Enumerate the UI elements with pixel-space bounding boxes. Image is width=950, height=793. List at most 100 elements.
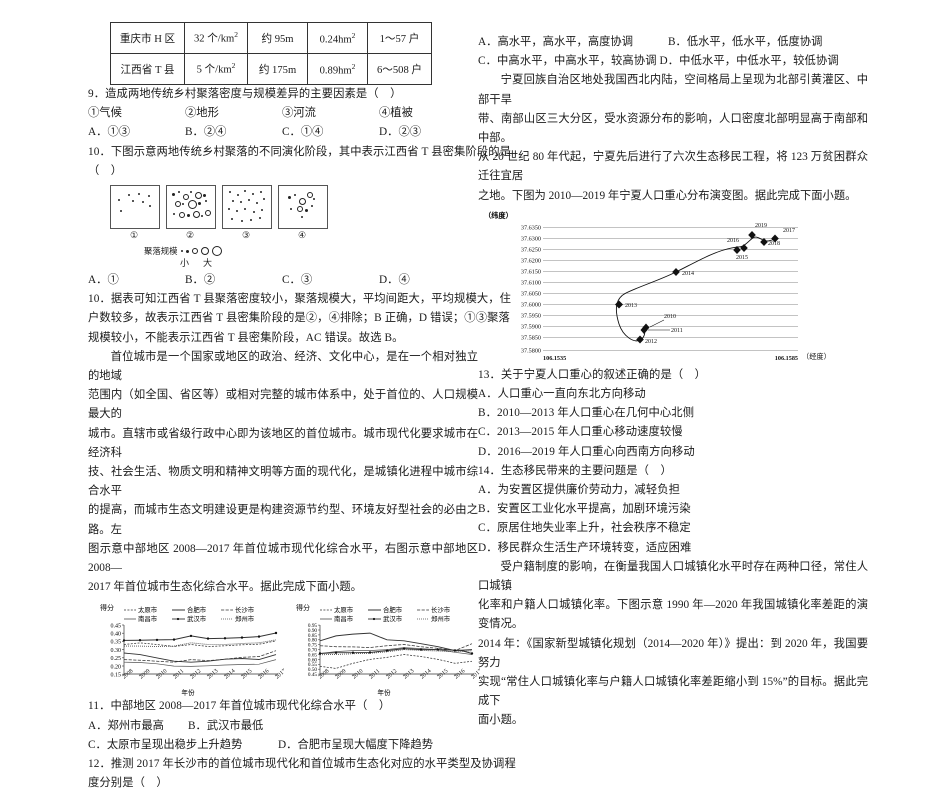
- question-10-explanation-line3: 规模较小，不能表示江西省 T 县密集阶段，AC 错误。故选 B。: [88, 331, 404, 344]
- svg-text:2014: 2014: [223, 669, 236, 681]
- passage-urbanization-line4: 实现“常住人口城镇化率与户籍人口城镇化率差距缩小到 15%”的目标。据此完成下: [478, 676, 868, 708]
- svg-text:37.5950: 37.5950: [521, 312, 541, 319]
- passage-primate-city-line7: 2017 年首位城市生态化综合水平。据此完成下面小题。: [88, 581, 362, 594]
- scatter-trajectory-tail1: [739, 237, 753, 248]
- chart1-legend: 太原市 合肥市 长沙市 南昌市 武汉市 郑州市: [124, 605, 255, 623]
- passage-primate-city-line6: 图示意中部地区 2008—2017 年首位城市现代化综合水平，右图示意中部地区 …: [88, 542, 478, 575]
- chart-ecologization: 得分 太原市 合肥市 长沙市 南昌市 武汉市 郑州市: [284, 601, 480, 697]
- option-a[interactable]: A．郑州市最高: [88, 719, 164, 732]
- passage-primate-city-line5: 的提高，而城市生态文明建设更是构建资源节约型、环境友好型社会的必由之路。左: [88, 504, 478, 536]
- scale-ring-xl: [211, 246, 222, 257]
- passage-ningxia-line1: 宁夏回族自治区地处我国西北内陆，空间格局上呈现为北部引黄灌区、中部干旱: [478, 74, 868, 106]
- svg-text:长沙市: 长沙市: [431, 605, 451, 614]
- svg-text:0.15: 0.15: [111, 673, 122, 679]
- svg-text:106.1535: 106.1535: [543, 355, 566, 362]
- question-13-option-d[interactable]: D．2016—2019 年人口重心向西南方向移动: [478, 445, 695, 458]
- factor-1: ①气候: [88, 107, 122, 120]
- svg-text:37.6300: 37.6300: [521, 235, 541, 242]
- option-b[interactable]: B．低水平，低水平，低度协调: [668, 36, 823, 48]
- svg-text:0.85: 0.85: [308, 633, 317, 639]
- question-13-stem: 13．关于宁夏人口重心的叙述正确的是（ ）: [478, 368, 707, 381]
- chart2-xticklabels: 2008 2009 2010 2011 2012 2013 2014 2015 …: [317, 669, 480, 681]
- svg-text:37.6050: 37.6050: [521, 290, 541, 297]
- cell-scale: 0.89hm2: [307, 53, 368, 85]
- svg-text:0.80: 0.80: [308, 638, 317, 644]
- question-12-options-row2[interactable]: C．中高水平，中高水平，较高协调 D．中低水平，中低水平，较低协调: [478, 55, 839, 68]
- question-13-option-b[interactable]: B．2010—2013 年人口重心在几何中心北侧: [478, 407, 695, 420]
- option-b[interactable]: B．②④: [185, 126, 227, 139]
- scale-ring-l: [200, 247, 209, 256]
- scale-small-label: 小: [180, 258, 204, 269]
- question-14-option-c[interactable]: C．原居住地失业率上升，社会秩序不稳定: [478, 522, 691, 535]
- chart1-series: [122, 632, 278, 668]
- settlement-panel-2: [166, 185, 216, 230]
- cell-region: 江西省 T 县: [110, 53, 185, 85]
- svg-text:2010: 2010: [664, 314, 676, 320]
- factor-3: ③河流: [282, 107, 316, 120]
- cell-density-text: 32 个/km: [193, 33, 235, 45]
- option-c[interactable]: C．①④: [282, 126, 324, 139]
- settlement-panel-1: [110, 185, 160, 230]
- svg-text:2012: 2012: [385, 669, 398, 681]
- scatter-point-labels: 2010 2011 2012 2013 2014 2015 2016 2017 …: [625, 223, 795, 345]
- svg-text:2017: 2017: [274, 669, 284, 681]
- scatter-ylabel: （纬度）: [484, 211, 513, 220]
- svg-text:2013: 2013: [625, 303, 637, 309]
- question-13-option-a[interactable]: A．人口重心一直向东北方向移动: [478, 388, 646, 401]
- question-14-option-a[interactable]: A．为安置区提供廉价劳动力，减轻负担: [478, 484, 681, 497]
- question-10-explanation-line2: 户数较多，故表示江西省 T 县密集阶段的是②，④排除；B 正确，D 错误；①③聚…: [88, 312, 510, 325]
- svg-text:0.35: 0.35: [111, 640, 122, 646]
- svg-text:2009: 2009: [334, 669, 347, 681]
- svg-text:2017: 2017: [783, 228, 795, 234]
- svg-text:2012: 2012: [645, 339, 657, 345]
- passage-primate-city-line2: 范围内（如全国、省区等）或相对完整的城市体系中，处于首位的、人口规模最大的: [88, 389, 478, 421]
- question-13-option-c[interactable]: C．2013—2015 年人口重心移动速度较慢: [478, 426, 683, 439]
- chart1-xticklabels: 2008 2009 2010 2011 2012 2013 2014 2015 …: [121, 669, 284, 681]
- svg-text:2016: 2016: [257, 669, 270, 681]
- option-a[interactable]: A．高水平，高水平，高度协调: [478, 36, 634, 48]
- svg-text:合肥市: 合肥市: [383, 605, 403, 614]
- svg-text:2008: 2008: [317, 669, 330, 681]
- question-10-options: A．① B．② C．③ D．④: [88, 271, 478, 290]
- option-d[interactable]: D．②③: [379, 126, 422, 139]
- option-a[interactable]: A．①: [88, 274, 119, 287]
- settlement-panel-2-label: ②: [185, 230, 195, 241]
- question-14-stem: 14．生态移民带来的主要问题是（ ）: [478, 464, 672, 477]
- svg-text:2016: 2016: [727, 238, 739, 244]
- exam-page: 重庆市 H 区 32 个/km2 约 95m 0.24hm2 1～57 户 江西…: [88, 22, 868, 789]
- option-c[interactable]: C．太原市呈现出稳步上升趋势: [88, 738, 243, 751]
- svg-text:37.6200: 37.6200: [521, 257, 541, 264]
- chart-modernization: 得分 太原市 合肥市 长沙市 南昌市 武汉市: [88, 601, 284, 697]
- option-c[interactable]: C．③: [282, 274, 313, 287]
- settlement-stage-figure: ① ②: [88, 185, 478, 271]
- option-a[interactable]: A．①③: [88, 126, 131, 139]
- svg-text:2012: 2012: [189, 669, 202, 681]
- scale-dot-xs: [180, 250, 183, 253]
- svg-text:0.40: 0.40: [111, 632, 122, 638]
- right-column: A．高水平，高水平，高度协调 B．低水平，低水平，低度协调 C．中高水平，中高水…: [478, 0, 868, 731]
- chart-modernization-svg: 得分 太原市 合肥市 长沙市 南昌市 武汉市: [100, 603, 284, 697]
- cell-spacing: 约 175m: [247, 53, 308, 85]
- passage-urbanization-line3: 2014 年：《国家新型城镇化规划（2014—2020 年）》提出：到 2020…: [478, 637, 868, 669]
- svg-text:2015: 2015: [240, 669, 253, 681]
- svg-text:2015: 2015: [736, 255, 748, 261]
- cell-scale-text: 0.24hm: [319, 34, 352, 46]
- svg-text:2011: 2011: [172, 669, 185, 681]
- option-d[interactable]: D．合肥市呈现大幅度下降趋势: [278, 738, 434, 751]
- svg-text:武汉市: 武汉市: [383, 614, 403, 623]
- svg-text:2014: 2014: [682, 271, 694, 277]
- cell-scale: 0.24hm2: [307, 22, 368, 54]
- scale-dot-s: [185, 249, 189, 253]
- question-14-option-d[interactable]: D．移民群众生活生产环境转变，适应困难: [478, 541, 692, 554]
- passage-primate-city-line1: 首位城市是一个国家或地区的政治、经济、文化中心，是在一个相对独立的地域: [88, 350, 478, 383]
- table-row: 江西省 T 县 5 个/km2 约 175m 0.89hm2 6～508 户: [110, 53, 432, 85]
- svg-text:2011: 2011: [368, 669, 381, 681]
- question-11-options-row2: C．太原市呈现出稳步上升趋势 D．合肥市呈现大幅度下降趋势: [88, 736, 478, 755]
- question-14-option-b[interactable]: B．安置区工业化水平提高，加剧环境污染: [478, 503, 691, 516]
- point-2019: [748, 230, 756, 239]
- option-d[interactable]: D．④: [379, 274, 410, 287]
- settlement-panel-3-label: ③: [241, 230, 251, 241]
- option-b[interactable]: B．②: [185, 274, 216, 287]
- cell-spacing: 约 95m: [247, 22, 308, 54]
- option-b[interactable]: B．武汉市最低: [188, 719, 264, 732]
